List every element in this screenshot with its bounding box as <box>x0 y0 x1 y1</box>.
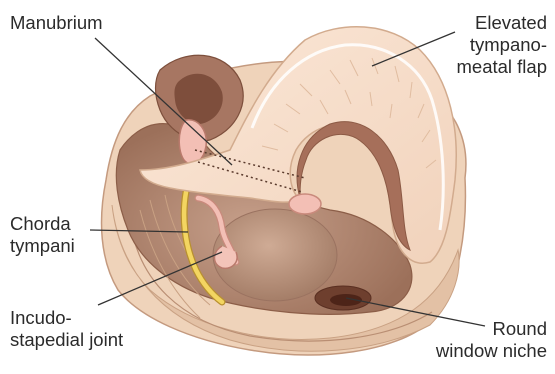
label-round-line-1: Round <box>436 318 547 340</box>
label-incudostapedial-joint: Incudo- stapedial joint <box>10 307 123 351</box>
label-flap-line-1: Elevated <box>457 12 548 34</box>
label-manubrium-line-1: Manubrium <box>10 12 103 34</box>
label-chorda-tympani: Chorda tympani <box>10 213 75 257</box>
label-chorda-line-1: Chorda <box>10 213 75 235</box>
label-manubrium: Manubrium <box>10 12 103 34</box>
label-incudo-line-2: stapedial joint <box>10 329 123 351</box>
label-round-window-niche: Round window niche <box>436 318 547 362</box>
label-chorda-line-2: tympani <box>10 235 75 257</box>
label-flap-line-3: meatal flap <box>457 56 548 78</box>
malleus <box>179 120 206 164</box>
label-incudo-line-1: Incudo- <box>10 307 123 329</box>
label-flap-line-2: tympano- <box>457 34 548 56</box>
label-round-line-2: window niche <box>436 340 547 362</box>
umbo <box>289 194 321 214</box>
label-elevated-tympanomeatal-flap: Elevated tympano- meatal flap <box>457 12 548 78</box>
